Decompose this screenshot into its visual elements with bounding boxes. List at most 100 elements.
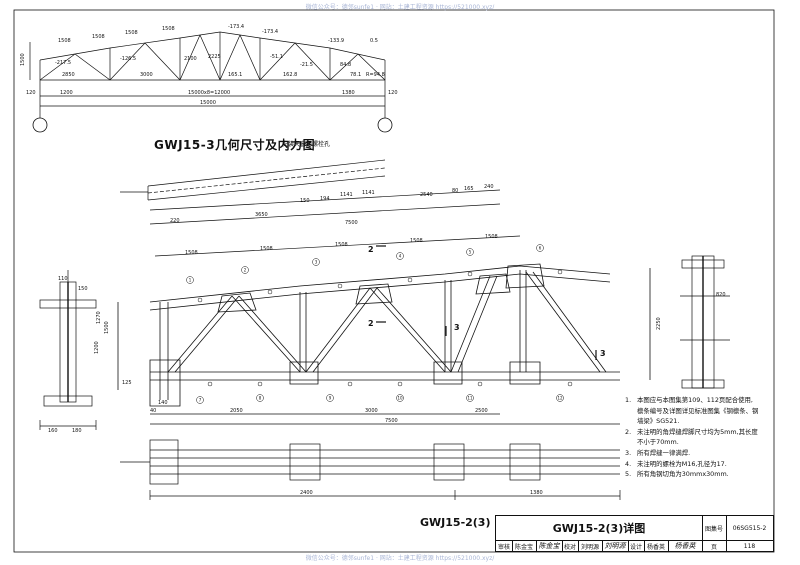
side-dim-5: 160 <box>48 428 58 434</box>
side-dim-2: 1270 <box>96 311 102 324</box>
node-9: 9 <box>329 396 332 401</box>
reviewer-signature: 陈金宝 <box>536 540 563 552</box>
bolt-holes <box>197 269 573 387</box>
note-key: 1. <box>625 396 632 404</box>
top-dim-4: 150 <box>300 198 310 204</box>
page-label: 页 <box>702 540 727 552</box>
lower-dim-4: 7500 <box>385 418 398 424</box>
diag-force-7: 2100 <box>184 56 197 62</box>
sheet-frame <box>13 9 775 553</box>
note-line: 3.所有焊缝一律满焊. <box>625 448 795 459</box>
diag-force-4: 84.8 <box>340 62 351 68</box>
span-dim-3: 15000x8=12000 <box>188 90 230 96</box>
title-block: GWJ15-2(3)详图 图集号 06SG515-2 审核 陈金宝 陈金宝 校对… <box>495 515 774 552</box>
bottom-force-2: 162.8 <box>283 72 297 78</box>
total-span: 15000 <box>200 100 216 106</box>
bottom-dim-3: 140 <box>158 400 168 406</box>
top-chord-len-3: 1508 <box>125 30 138 36</box>
note-text: 所有焊缝一律满焊. <box>637 448 691 457</box>
upper-dim-4: 7500 <box>345 220 358 226</box>
section-mark-3b: 3 <box>600 349 606 358</box>
span-dim-1: 120 <box>26 90 36 96</box>
node-3: 3 <box>315 260 318 265</box>
diag-force-6: 2225 <box>208 54 221 60</box>
node-11: 11 <box>467 396 473 401</box>
top-dim-6: 240 <box>484 184 494 190</box>
design-label: 设计 <box>628 540 645 552</box>
node-4: 4 <box>399 254 402 259</box>
title-block-row-2: 审核 陈金宝 陈金宝 校对 刘明源 刘明源 设计 杨香英 杨香英 页 118 <box>496 540 773 552</box>
right-end-section <box>680 255 730 389</box>
node-2: 2 <box>244 268 247 273</box>
upper-chord-detail <box>120 159 521 257</box>
side-dim-1: 1500 <box>104 321 110 334</box>
axis-bubble-right <box>377 117 393 133</box>
notes: 1. 本图应与本图集第109、112页配合使用, 檩条编号及详图详见标准图集《钢檩… <box>625 395 795 480</box>
upper-dim-2: 2540 <box>420 192 433 198</box>
top-dim-2: 1141 <box>340 192 353 198</box>
bottom-force-1: 165.1 <box>228 72 242 78</box>
note-line: 墙梁》SG521. <box>625 416 795 427</box>
top-dim-7: 80 <box>452 188 458 194</box>
span-dim-4: 1380 <box>342 90 355 96</box>
section-mark-2b: 2 <box>368 319 374 328</box>
watermark-bottom: 微信公众号：德邻sunfe1 · 网站：土建工程资源 https://52100… <box>305 555 495 562</box>
note-text: 未注明的螺栓为M16,孔径为17. <box>637 459 727 468</box>
note-text: 檩条编号及详图详见标准图集《钢檩条、钢 <box>637 406 759 415</box>
side-dim-3: 1200 <box>94 341 100 354</box>
drawing-title: GWJ15-2(3)详图 <box>496 516 703 540</box>
chord-dim-2: 1508 <box>260 246 273 252</box>
atlas-number: 06SG515-2 <box>732 524 767 532</box>
upper-dim-1: 220 <box>170 218 180 224</box>
note-key <box>625 416 637 427</box>
reaction-label: R=94.8 <box>366 72 385 78</box>
geometry-diagram-title: GWJ15-3几何尺寸及内力图 <box>154 138 316 152</box>
section-mark-3a: 3 <box>454 323 460 332</box>
top-chord-len-4: 1508 <box>162 26 175 32</box>
side-dim-4: 125 <box>122 380 132 386</box>
note-key: 2. <box>625 427 632 436</box>
reviewer-name: 陈金宝 <box>512 540 537 552</box>
right-dim-1: 2250 <box>656 317 662 330</box>
chord-force-1: -173.4 <box>228 24 244 30</box>
right-dim-2: 820 <box>716 292 726 298</box>
watermark-top: 微信公众号：德邻sunfe1 · 网站：土建工程资源 https://52100… <box>305 4 495 11</box>
bottom-length-1: 2850 <box>62 72 75 78</box>
designer-signature: 杨香英 <box>668 540 703 552</box>
top-chord-len-1: 1508 <box>58 38 71 44</box>
note-line: 檩条编号及详图详见标准图集《钢檩条、钢 <box>625 406 795 417</box>
install-label: 安装天窗用螺栓孔 <box>282 140 330 148</box>
lower-dim-3: 2500 <box>475 408 488 414</box>
diag-force-3: -51.1 <box>270 54 283 60</box>
note-key: 5. <box>625 470 632 479</box>
note-text: 未注明的角焊缝焊脚尺寸均为5mm,其长度 <box>637 427 758 436</box>
left-end-section <box>39 270 97 430</box>
note-line: 不小于70mm. <box>625 437 795 448</box>
checker-name: 刘明源 <box>578 540 603 552</box>
geometry-diagram <box>29 31 386 118</box>
top-chord-len-2: 1508 <box>92 34 105 40</box>
axis-bubble-left <box>32 117 48 133</box>
diag-force-5: -21.5 <box>300 62 313 68</box>
chord-dim-5: 1508 <box>485 234 498 240</box>
title-block-row-1: GWJ15-2(3)详图 图集号 06SG515-2 <box>496 516 773 541</box>
node-8: 8 <box>259 396 262 401</box>
designer-name: 杨香英 <box>644 540 669 552</box>
note-key: 4. <box>625 459 632 468</box>
chord-dim-4: 1508 <box>410 238 423 244</box>
note-text: 本图应与本图集第109、112页配合使用, <box>637 396 753 404</box>
note-key <box>625 406 637 417</box>
note-line: 4. 未注明的螺栓为M16,孔径为17. <box>625 459 795 470</box>
node-10: 10 <box>397 396 403 401</box>
side-dim-6: 180 <box>72 428 82 434</box>
page-number: 118 <box>743 542 756 550</box>
bottom-dim-4: 40 <box>150 408 156 414</box>
note-line: 2. 未注明的角焊缝焊脚尺寸均为5mm,其长度 <box>625 427 795 438</box>
span-dim-2: 1200 <box>60 90 73 96</box>
side-dim-8: 150 <box>78 286 88 292</box>
node-bubbles <box>186 244 564 404</box>
top-dim-5: 165 <box>464 186 474 192</box>
note-text: 不小于70mm. <box>637 438 679 447</box>
bottom-dim-2: 1380 <box>530 490 543 496</box>
